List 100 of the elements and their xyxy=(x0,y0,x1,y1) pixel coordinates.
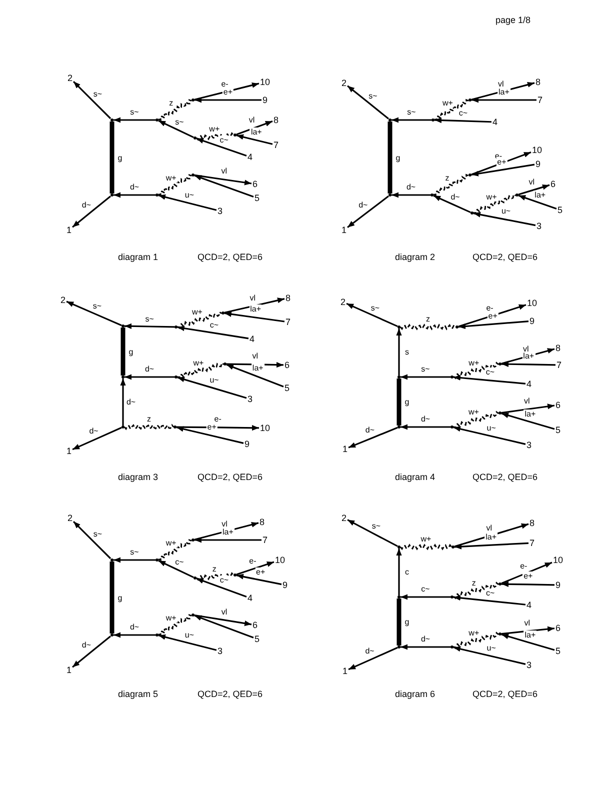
propagator-line xyxy=(194,614,252,626)
wavy-line xyxy=(158,614,192,636)
vertex-dot xyxy=(450,646,454,648)
edge-label: d~ xyxy=(450,192,461,202)
edge-label: e+ xyxy=(487,312,498,321)
particle-number: 8 xyxy=(272,115,280,125)
edge-label: la+ xyxy=(222,528,234,536)
edge-label: u~ xyxy=(486,423,497,432)
edge-label: d~ xyxy=(128,622,140,632)
propagator-line xyxy=(124,374,174,380)
propagator-line xyxy=(347,196,389,228)
particle-number: 6 xyxy=(554,400,562,410)
edge-label: e+ xyxy=(206,422,218,432)
propagator-line xyxy=(120,378,126,426)
particle-number: 8 xyxy=(534,77,542,87)
propagator-line xyxy=(454,542,529,550)
edge-label: z xyxy=(146,414,152,424)
propagator-line xyxy=(236,561,274,576)
particle-number: 7 xyxy=(262,535,268,545)
coiled-line xyxy=(396,378,402,426)
particle-number: 3 xyxy=(536,221,542,231)
vertex-dot xyxy=(122,376,124,378)
particle-number: 9 xyxy=(534,159,542,169)
particle-number: 4 xyxy=(526,379,532,389)
particle-number: 10 xyxy=(259,423,271,433)
coupling-order: QCD=2, QED=6 xyxy=(472,689,538,699)
edge-label: s~ xyxy=(370,521,382,530)
edge-label: z xyxy=(168,98,174,108)
edge-label: d~ xyxy=(80,640,92,650)
edge-label: vl xyxy=(523,618,532,628)
propagator-line xyxy=(226,364,284,388)
edge-label: z xyxy=(444,173,450,182)
propagator-line xyxy=(433,194,471,214)
propagator-line xyxy=(392,192,430,198)
vertex-dot xyxy=(156,558,158,562)
diagram-caption: diagram 2 xyxy=(394,252,436,262)
propagator-line xyxy=(66,300,122,326)
edge-label: u~ xyxy=(184,630,196,640)
vertex-dot xyxy=(192,614,194,616)
vertex-dot xyxy=(450,376,454,378)
wavy-line xyxy=(453,362,499,380)
propagator-line xyxy=(501,404,555,414)
vertex-dot xyxy=(388,118,392,122)
edge-label: w+ xyxy=(164,174,178,182)
particle-number: 5 xyxy=(284,383,290,393)
particle-number: 2 xyxy=(340,297,346,307)
vertex-dot xyxy=(398,646,400,648)
edge-label: c~ xyxy=(208,320,220,330)
propagator-line xyxy=(501,562,552,584)
propagator-line xyxy=(72,80,112,120)
edge-label: s~ xyxy=(174,117,185,126)
propagator-line xyxy=(177,326,249,340)
particle-number: 9 xyxy=(282,580,288,590)
particle-number: 2 xyxy=(340,513,348,523)
edge-label: vl xyxy=(522,344,530,354)
wavy-line xyxy=(124,424,174,430)
particle-number: 5 xyxy=(254,634,260,644)
edge-label: u~ xyxy=(184,190,196,200)
edge-label: la+ xyxy=(251,364,264,373)
vertex-dot xyxy=(174,326,178,328)
particle-number: 4 xyxy=(526,600,532,610)
propagator-line xyxy=(400,594,450,600)
propagator-line xyxy=(194,537,262,543)
particle-number: 3 xyxy=(526,440,532,450)
edge-label: la+ xyxy=(249,304,262,314)
edge-label: la+ xyxy=(524,630,537,640)
vertex-dot xyxy=(156,634,158,636)
coupling-order: QCD=2, QED=6 xyxy=(472,472,538,482)
edge-label: s~ xyxy=(129,548,140,556)
edge-label: e- xyxy=(213,414,222,424)
particle-number: 8 xyxy=(284,293,292,303)
wavy-line xyxy=(473,193,516,215)
propagator-line xyxy=(347,85,389,120)
vertex-dot xyxy=(498,582,502,586)
edge-label: d~ xyxy=(420,414,432,424)
edge-label: g xyxy=(404,398,410,406)
edge-label: w+ xyxy=(468,408,480,417)
particle-number: 5 xyxy=(554,425,562,435)
particle-number: 6 xyxy=(550,179,556,189)
edge-label: z xyxy=(211,564,218,574)
edge-label: w+ xyxy=(468,628,480,638)
particle-number: 8 xyxy=(258,517,266,527)
edge-label: w+ xyxy=(468,358,480,368)
propagator-line xyxy=(347,519,398,547)
propagator-line xyxy=(501,412,555,430)
propagator-line xyxy=(400,374,450,380)
particle-number: 9 xyxy=(554,580,562,590)
vertex-dot xyxy=(194,576,196,580)
particle-number: 6 xyxy=(252,179,258,189)
particle-number: 8 xyxy=(554,343,562,353)
propagator-line xyxy=(473,212,536,226)
propagator-line xyxy=(400,644,450,650)
propagator-line xyxy=(72,196,111,228)
edge-label: d~ xyxy=(420,634,432,644)
edge-label: u~ xyxy=(208,376,220,385)
edge-label: c~ xyxy=(218,135,230,144)
propagator-line xyxy=(236,134,273,145)
vertex-dot xyxy=(234,134,236,136)
vertex-dot xyxy=(122,324,124,328)
edge-label: d~ xyxy=(88,426,100,436)
